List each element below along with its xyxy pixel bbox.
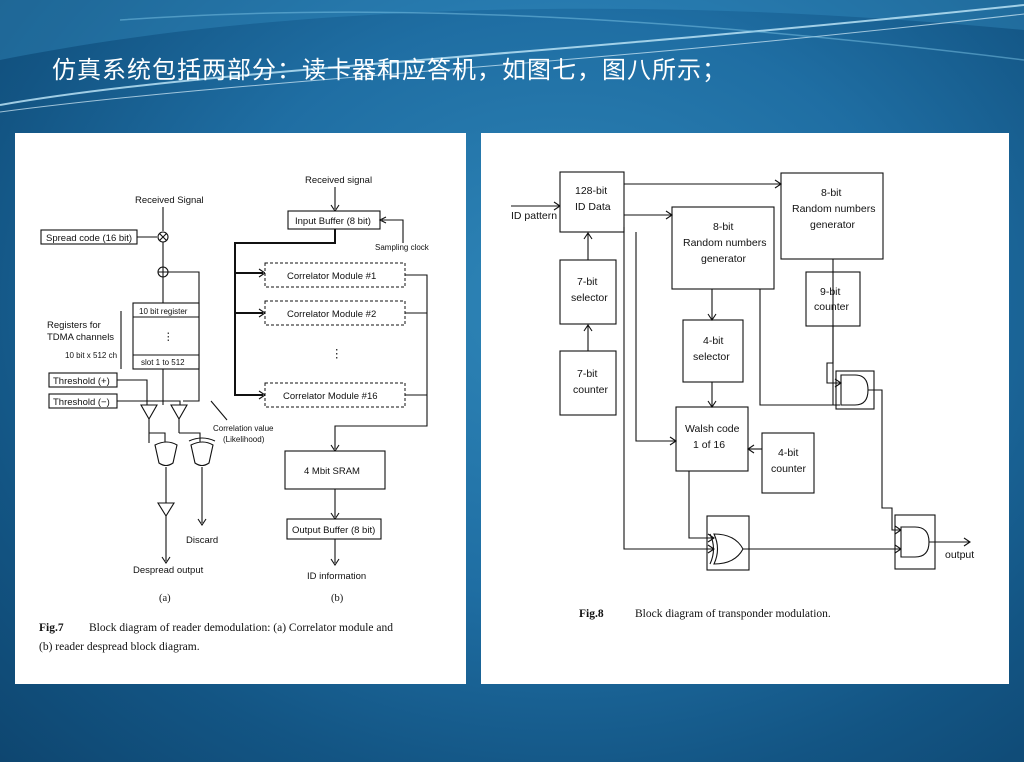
id-pattern-label: ID pattern [511, 210, 557, 222]
rng-middle-line-2: Random numbers [683, 237, 766, 249]
selector-4bit-line-2: selector [693, 351, 730, 363]
figure-7-panel: Received Signal Spread code (16 bit) 10 … [15, 133, 466, 684]
registers-label-1: Registers for [47, 320, 101, 331]
background-swoosh [0, 0, 1024, 113]
rng-middle-line-3: generator [701, 253, 746, 265]
counter-7bit-box [559, 350, 617, 416]
selector-7bit-line-2: selector [571, 292, 608, 304]
walsh-code-line-1: Walsh code [685, 423, 740, 435]
register-stack [132, 302, 200, 370]
walsh-code-line-2: 1 of 16 [693, 439, 725, 451]
correlator-module-2-label: Correlator Module #2 [287, 309, 376, 320]
and-gate-upper-icon [840, 374, 869, 406]
figure-8-panel: ID pattern 128-bit ID Data 7-bit selecto… [481, 133, 1009, 684]
comparator-1-icon [140, 404, 158, 421]
fig7-caption-text-2: (b) reader despread block diagram. [39, 641, 200, 653]
id-data-line-1: 128-bit [575, 185, 607, 197]
correlator-module-2-box [264, 300, 406, 326]
fig7-caption-text-1: Block diagram of reader demodulation: (a… [89, 622, 393, 634]
fig7a-received-signal-label: Received Signal [135, 195, 204, 206]
buffer-icon [157, 502, 175, 518]
correlation-label-1: Correlation value [213, 424, 274, 433]
counter-4bit-line-2: counter [771, 463, 807, 475]
output-buffer-box [286, 518, 382, 540]
despread-output-label: Despread output [133, 565, 204, 576]
rng-top-box [780, 172, 884, 260]
rng-top-line-1: 8-bit [821, 187, 842, 199]
correlator-dots: ⋮ [331, 348, 343, 360]
sram-box [284, 450, 386, 490]
sram-label: 4 Mbit SRAM [304, 466, 360, 477]
output-buffer-label: Output Buffer (8 bit) [292, 525, 375, 536]
counter-7bit-line-2: counter [573, 384, 609, 396]
fig8-caption-text: Block diagram of transponder modulation. [635, 608, 831, 620]
xor-gate-icon [190, 441, 214, 467]
id-information-label: ID information [307, 571, 366, 582]
correlator-module-16-box [264, 382, 406, 408]
fig7a-sublabel: (a) [159, 593, 171, 604]
fig7-caption-label: Fig.7 [39, 622, 64, 634]
selector-7bit-line-1: 7-bit [577, 276, 598, 288]
registers-label-2: TDMA channels [47, 332, 114, 343]
xor-gate-icon-fig8 [713, 533, 744, 565]
discard-label: Discard [186, 535, 218, 546]
sampling-clock-label: Sampling clock [375, 243, 430, 252]
and-gate-output-icon [900, 526, 930, 558]
rng-middle-line-1: 8-bit [713, 221, 734, 233]
comparator-2-icon [170, 404, 188, 421]
register-bottom-label: slot 1 to 512 [141, 358, 185, 367]
rng-middle-box [671, 206, 775, 290]
output-label: output [945, 549, 974, 561]
counter-9bit-line-1: 9-bit [820, 286, 841, 298]
figure-7-diagram: Received Signal Spread code (16 bit) 10 … [39, 175, 430, 653]
threshold-minus-label: Threshold (−) [53, 397, 110, 408]
walsh-code-box [675, 406, 749, 472]
threshold-plus-label: Threshold (+) [53, 376, 110, 387]
correlation-label-2: (Likelihood) [223, 435, 265, 444]
or-gate-icon [154, 441, 178, 467]
figure-8-diagram: ID pattern 128-bit ID Data 7-bit selecto… [511, 171, 974, 620]
slide-title: 仿真系统包括两部分：读卡器和应答机，如图七，图八所示； [52, 56, 727, 84]
registers-label-3: 10 bit x 512 ch [65, 351, 117, 360]
counter-9bit-line-2: counter [814, 301, 850, 313]
id-data-box [559, 171, 625, 233]
correlator-module-1-box [264, 262, 406, 288]
fig8-caption-label: Fig.8 [579, 608, 604, 620]
rng-top-line-3: generator [810, 219, 855, 231]
fig7b-sublabel: (b) [331, 593, 344, 604]
correlator-module-1-label: Correlator Module #1 [287, 271, 376, 282]
input-buffer-label: Input Buffer (8 bit) [295, 216, 371, 227]
id-data-line-2: ID Data [575, 201, 611, 213]
rng-top-line-2: Random numbers [792, 203, 875, 215]
counter-4bit-box [761, 432, 815, 494]
fig7b-received-signal-label: Received signal [305, 175, 372, 186]
correlator-module-16-label: Correlator Module #16 [283, 391, 378, 402]
selector-4bit-line-1: 4-bit [703, 335, 724, 347]
register-top-label: 10 bit register [139, 307, 188, 316]
counter-4bit-line-1: 4-bit [778, 447, 799, 459]
register-dots: ⋮ [163, 331, 174, 343]
spread-code-label: Spread code (16 bit) [46, 233, 132, 244]
selector-4bit-box [682, 319, 744, 383]
counter-7bit-line-1: 7-bit [577, 368, 598, 380]
